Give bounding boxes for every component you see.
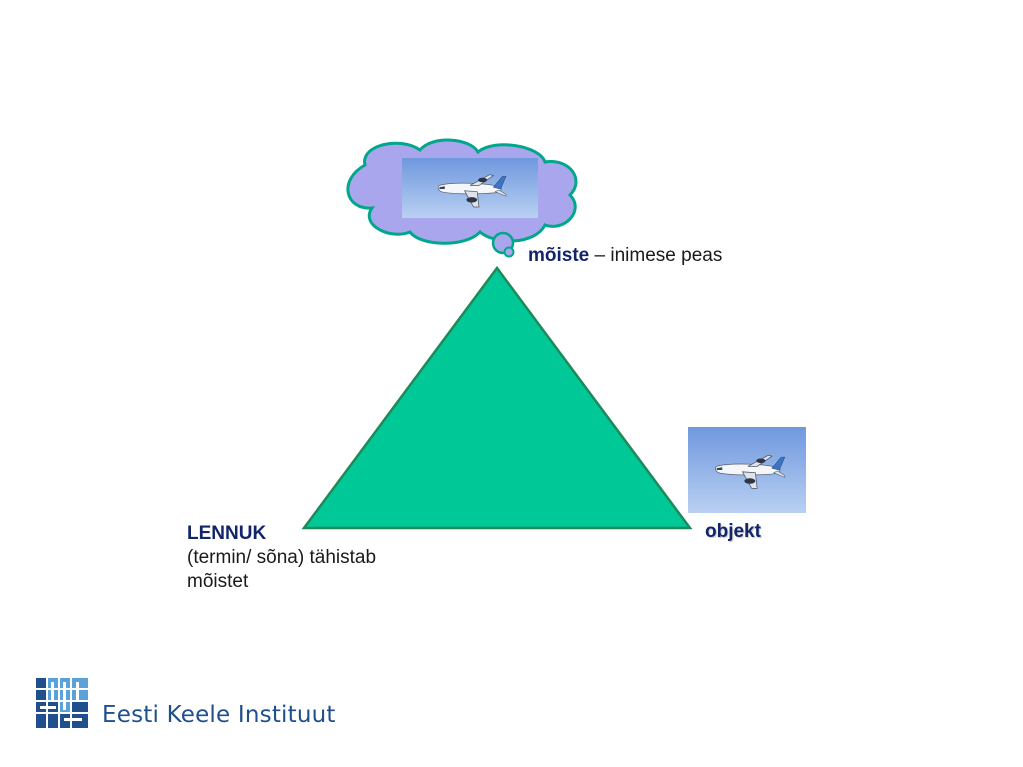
semiotic-triangle	[301, 265, 693, 530]
object-photo	[688, 427, 806, 513]
word-term: LENNUK	[187, 523, 267, 544]
word-label: LENNUK (termin/ sõna) tähistab mõistet	[187, 522, 376, 594]
concept-description: – inimese peas	[589, 245, 723, 266]
word-description-line2: mõistet	[187, 571, 249, 592]
word-description-line1: (termin/ sõna) tähistab	[187, 547, 377, 568]
grid-logo-icon	[36, 678, 88, 730]
thought-bubble-small	[503, 246, 515, 258]
logo-text: Eesti Keele Instituut	[102, 702, 336, 728]
concept-term: mõiste	[528, 245, 590, 266]
concept-label: mõiste – inimese peas	[528, 244, 722, 268]
object-term: objekt	[705, 521, 761, 542]
thought-cloud	[346, 138, 578, 258]
object-label: objekt	[705, 520, 761, 544]
